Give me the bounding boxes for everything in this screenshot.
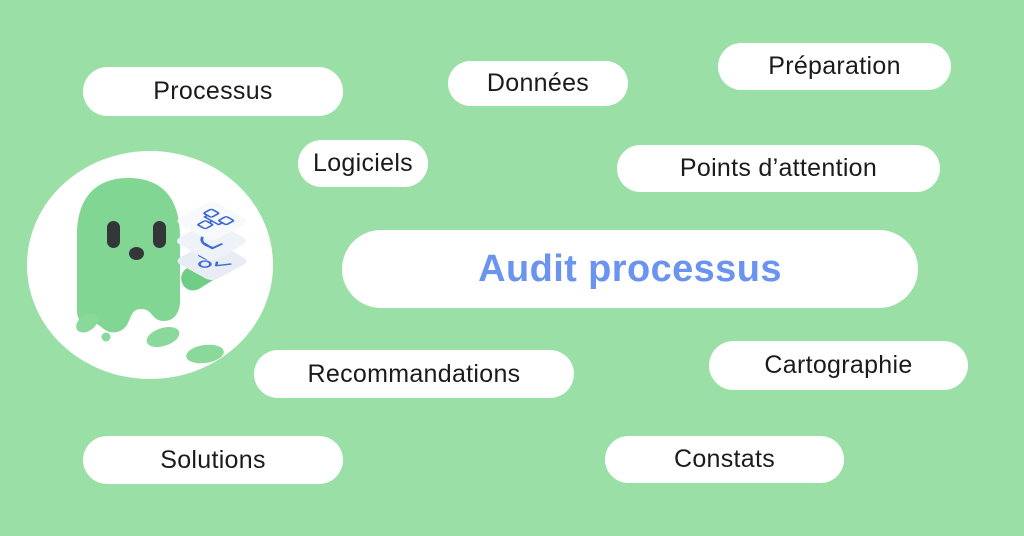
badge-logiciels-label: Logiciels — [313, 149, 413, 177]
flowchart-icon — [197, 208, 235, 230]
badge-cartographie: Cartographie — [709, 341, 968, 390]
badge-recommandations-label: Recommandations — [307, 359, 521, 388]
ghost-mascot-illustration — [27, 151, 273, 379]
page-title: Audit processus — [478, 247, 782, 290]
layer-stack-icon — [177, 202, 247, 280]
badge-points-attention: Points d’attention — [617, 145, 940, 192]
badge-donnees-label: Données — [486, 69, 590, 97]
badge-points-attention-label: Points d’attention — [679, 154, 878, 182]
badge-constats-label: Constats — [673, 445, 776, 473]
badge-processus-label: Processus — [153, 77, 273, 105]
badge-recommandations: Recommandations — [254, 350, 574, 398]
badge-logiciels: Logiciels — [298, 140, 428, 187]
ghost-nose — [129, 247, 144, 260]
ghost-face — [107, 221, 166, 260]
badge-cartographie-label: Cartographie — [764, 351, 913, 379]
ghost-left-eye — [107, 221, 120, 248]
badge-preparation: Préparation — [718, 43, 951, 90]
ghost-right-eye — [153, 221, 166, 248]
badge-solutions: Solutions — [83, 436, 343, 484]
badge-constats: Constats — [605, 436, 844, 483]
ghost-drips — [76, 313, 224, 364]
badge-donnees: Données — [448, 61, 628, 106]
central-title-pill: Audit processus — [342, 230, 918, 308]
badge-preparation-label: Préparation — [768, 52, 901, 80]
badge-processus: Processus — [83, 67, 343, 116]
badge-solutions-label: Solutions — [160, 445, 266, 474]
ghost-body-shape — [77, 178, 180, 333]
